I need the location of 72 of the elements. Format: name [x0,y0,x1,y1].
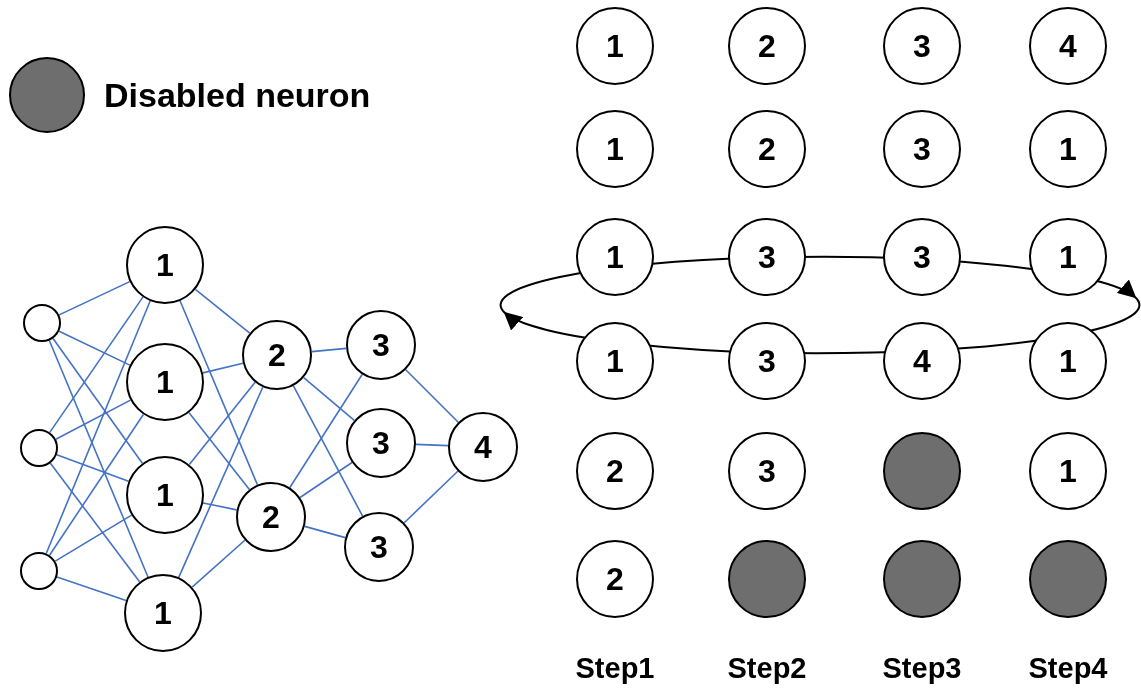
neuron-number: 1 [156,366,174,398]
neuron-circle [20,552,58,590]
connection-line [56,453,130,483]
connection-line [404,368,460,424]
connection-line [202,502,238,511]
neuron-number: 3 [370,531,388,563]
connection-line [54,514,133,562]
connection-line [48,413,145,556]
connection-line [188,411,251,491]
neuron-number: 2 [606,563,624,595]
neuron-number: 2 [758,30,776,62]
neuron-number: 1 [154,597,172,629]
neuron-circle [448,412,518,482]
connection-line [188,381,256,466]
step-label: Step3 [882,654,962,683]
neuron-circle [23,304,61,342]
neuron-number: 4 [1059,30,1077,62]
neuron-number: 3 [913,133,931,165]
connection-line [403,470,459,524]
neuron-number: 1 [1059,455,1077,487]
neuron-number: 2 [606,455,624,487]
connection-line [289,373,363,489]
legend-label: Disabled neuron [104,78,371,112]
neuron-number: 3 [913,30,931,62]
neuron-circle [242,320,312,390]
connection-line [56,576,127,602]
connection-line [191,539,246,588]
neuron-number: 1 [606,241,624,273]
neuron-circle [236,482,306,552]
neuron-number: 3 [758,241,776,273]
neuron-number: 2 [262,501,280,533]
neuron-number: 3 [758,345,776,377]
connection-line [48,296,144,434]
connection-line [302,376,356,422]
neuron-number: 1 [156,479,174,511]
neuron-number: 1 [1059,133,1077,165]
connection-line [58,330,131,366]
neuron-number: 3 [913,241,931,273]
connection-line [299,461,353,499]
connection-line [45,300,151,555]
step-label: Step2 [727,654,807,683]
neuron-circle [126,343,204,421]
neuron-number: 1 [606,345,624,377]
connection-line [58,280,131,316]
neuron-circle [20,429,58,467]
neuron-number: 1 [1059,345,1077,377]
connection-line [177,386,264,579]
connection-line [415,443,449,447]
neuron-number: 1 [1059,241,1077,273]
neuron-number: 2 [268,339,286,371]
neuron-number: 2 [758,133,776,165]
connection-line [179,300,259,486]
neuron-number: 1 [606,30,624,62]
connection-line [52,337,144,465]
connection-line [202,362,244,374]
neuron-number: 3 [372,427,390,459]
connection-line [311,347,347,353]
connection-line [194,288,251,334]
step-label: Step1 [575,654,655,683]
connection-line [48,339,149,578]
neuron-number: 4 [474,431,492,463]
neuron-number: 1 [606,133,624,165]
neuron-number: 4 [913,345,931,377]
connection-line [55,399,132,440]
neuron-number: 1 [156,249,174,281]
step-label: Step4 [1028,654,1108,683]
connection-line [49,462,141,583]
neuron-number: 3 [372,329,390,361]
neuron-circle [126,456,204,534]
neuron-number: 3 [758,455,776,487]
connection-line [303,525,347,539]
connection-line [292,385,364,517]
